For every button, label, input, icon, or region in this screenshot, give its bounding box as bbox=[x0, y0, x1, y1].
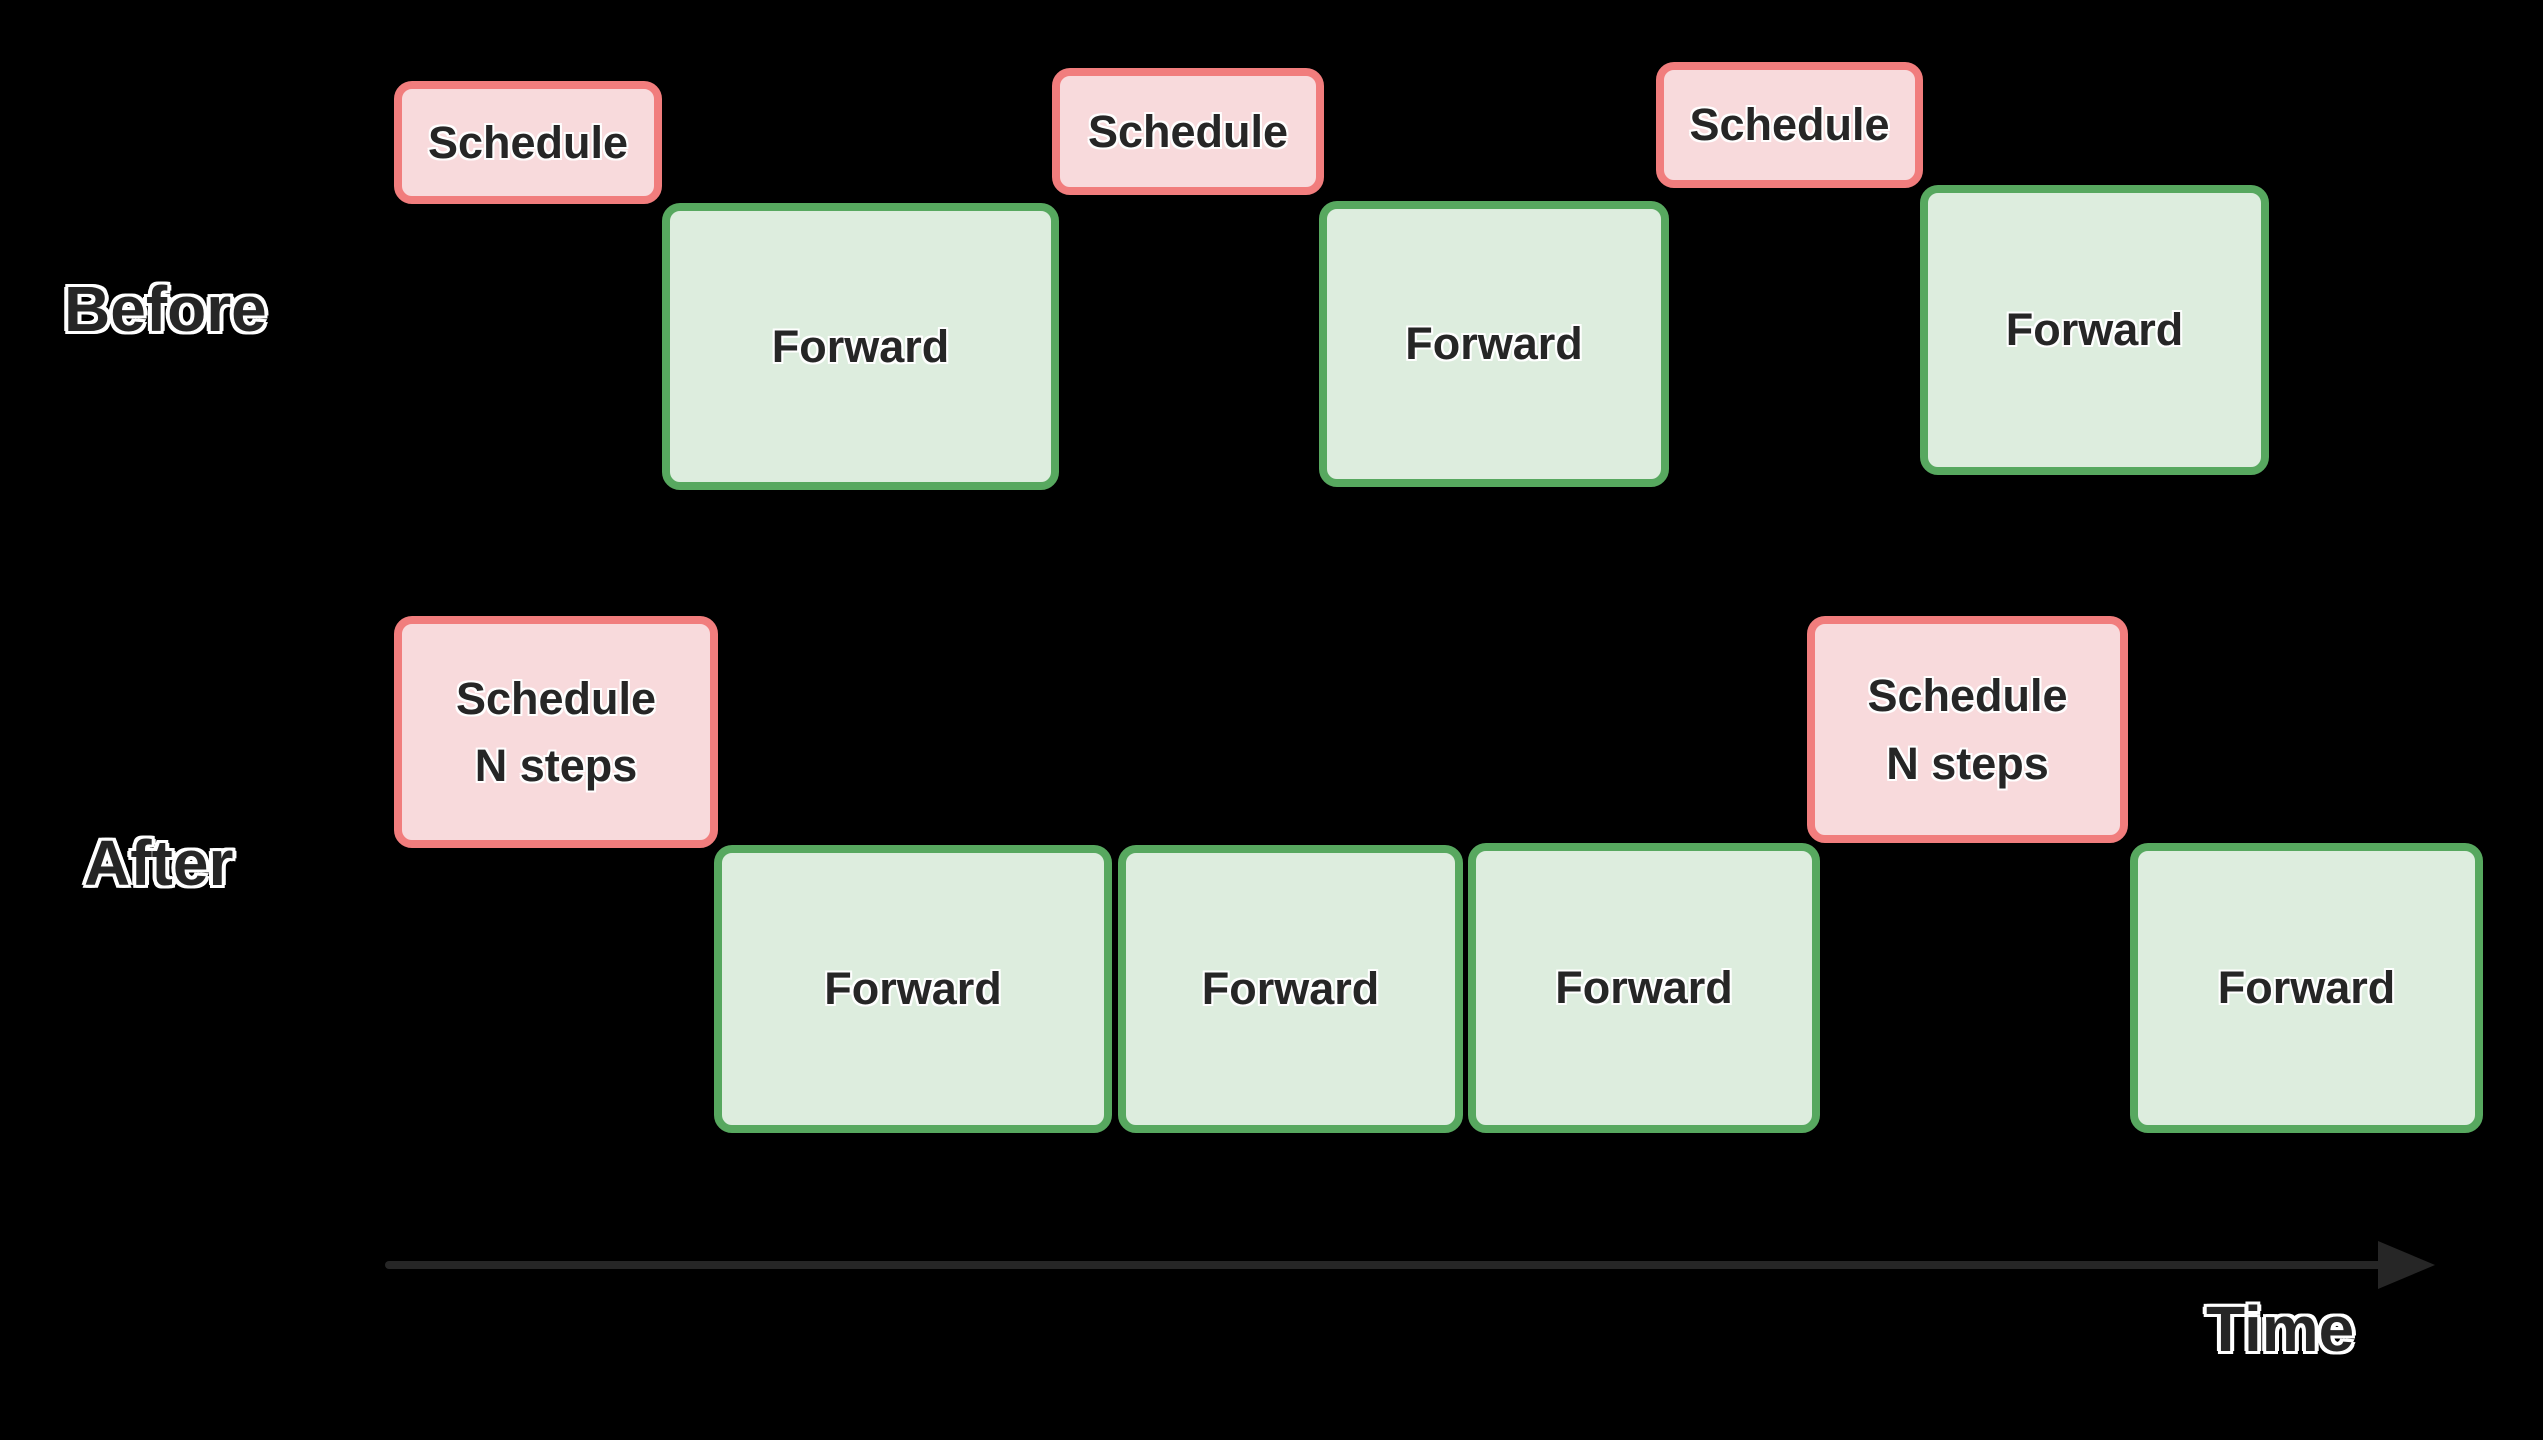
forward-block-label: Forward bbox=[2217, 962, 2396, 1014]
time-axis-line bbox=[385, 1261, 2383, 1269]
before-schedule-block: Schedule bbox=[394, 81, 662, 204]
schedule-block-label: Schedule bbox=[1087, 105, 1289, 157]
before-schedule-block: Schedule bbox=[1656, 62, 1923, 188]
forward-block-label: Forward bbox=[824, 963, 1002, 1015]
forward-block-label: Forward bbox=[2005, 304, 2184, 356]
schedule-block-label: Schedule bbox=[1689, 99, 1890, 151]
before-row-label: Before bbox=[64, 273, 267, 345]
before-forward-block: Forward bbox=[1920, 185, 2269, 475]
after-schedule-block: Schedule N steps bbox=[394, 616, 718, 848]
time-axis-label: Time bbox=[2206, 1293, 2355, 1365]
time-axis-arrowhead-icon bbox=[2378, 1241, 2435, 1289]
before-forward-block: Forward bbox=[662, 203, 1059, 490]
schedule-block-label: N steps bbox=[474, 740, 638, 791]
after-row-label: After bbox=[84, 827, 234, 899]
forward-block-label: Forward bbox=[771, 320, 950, 372]
schedule-block-label: N steps bbox=[1886, 737, 2049, 789]
schedule-block-label: Schedule bbox=[427, 116, 629, 168]
after-schedule-block: Schedule N steps bbox=[1807, 616, 2128, 843]
before-forward-block: Forward bbox=[1319, 201, 1669, 487]
schedule-block-label: Schedule bbox=[1867, 670, 2068, 721]
after-forward-block: Forward bbox=[1468, 843, 1820, 1133]
forward-block-label: Forward bbox=[1555, 962, 1733, 1014]
forward-block-label: Forward bbox=[1201, 963, 1380, 1015]
after-forward-block: Forward bbox=[2130, 843, 2483, 1133]
forward-block-label: Forward bbox=[1405, 318, 1583, 370]
after-forward-block: Forward bbox=[1118, 845, 1463, 1133]
after-forward-block: Forward bbox=[714, 845, 1112, 1133]
before-schedule-block: Schedule bbox=[1052, 68, 1324, 195]
schedule-block-label: Schedule bbox=[455, 672, 657, 724]
